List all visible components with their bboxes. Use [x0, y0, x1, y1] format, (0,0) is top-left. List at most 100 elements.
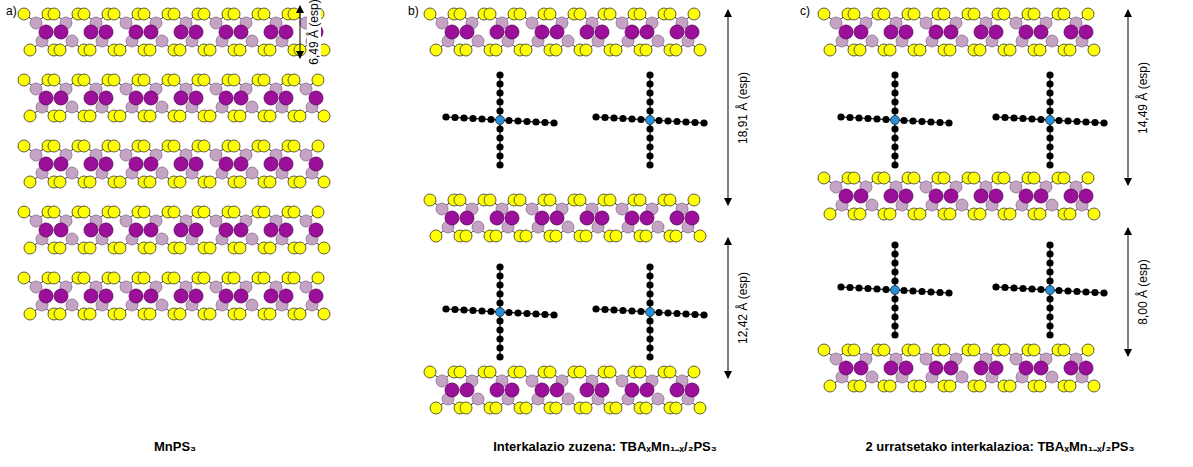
s-atom	[288, 140, 300, 152]
s-atom	[1034, 380, 1046, 392]
s-atom	[168, 74, 180, 86]
s-atom	[168, 8, 180, 20]
mn-atom	[54, 289, 68, 303]
s-atom	[228, 140, 240, 152]
mnps3-layer	[18, 74, 330, 122]
carbon-atom	[646, 143, 653, 150]
mn-atom	[685, 383, 699, 397]
carbon-atom	[700, 311, 707, 318]
s-atom	[24, 176, 36, 188]
mn-atom	[279, 25, 293, 39]
s-atom	[234, 308, 246, 320]
s-atom	[968, 8, 980, 20]
carbon-atom	[1064, 117, 1071, 124]
p-atom	[472, 221, 484, 233]
mn-atom	[929, 189, 943, 203]
mn-atom	[279, 91, 293, 105]
s-atom	[490, 44, 502, 56]
p-atom	[30, 83, 42, 95]
mn-atom	[264, 91, 278, 105]
dimension-arrow	[300, 6, 301, 58]
s-atom	[878, 8, 890, 20]
s-atom	[998, 8, 1010, 20]
s-atom	[318, 308, 330, 320]
s-atom	[908, 172, 920, 184]
mn-atom	[279, 223, 293, 237]
s-atom	[312, 74, 324, 86]
carbon-atom	[864, 285, 871, 292]
s-atom	[138, 8, 150, 20]
p-atom	[1010, 353, 1022, 365]
p-atom	[210, 83, 222, 95]
s-atom	[174, 176, 186, 188]
carbon-atom	[478, 307, 485, 314]
mn-atom	[884, 25, 898, 39]
mn-atom	[234, 157, 248, 171]
s-atom	[18, 272, 30, 284]
carbon-atom	[1046, 331, 1053, 338]
p-atom	[616, 17, 628, 29]
dimension-arrow	[728, 238, 729, 378]
carbon-atom	[1028, 285, 1035, 292]
p-atom	[1046, 35, 1058, 47]
carbon-atom	[882, 116, 889, 123]
mnps3-layer	[18, 272, 330, 320]
s-atom	[1082, 172, 1094, 184]
mnps3-layer	[424, 366, 706, 414]
s-atom	[574, 8, 586, 20]
s-atom	[258, 140, 270, 152]
mn-atom	[174, 223, 188, 237]
mn-atom	[144, 91, 158, 105]
carbon-atom	[619, 307, 626, 314]
carbon-atom	[846, 114, 853, 121]
carbon-atom	[646, 281, 653, 288]
mnps3-layer	[424, 8, 706, 56]
p-atom	[246, 101, 258, 113]
s-atom	[234, 242, 246, 254]
s-atom	[484, 8, 496, 20]
carbon-atom	[514, 117, 521, 124]
mn-atom	[84, 289, 98, 303]
s-atom	[294, 242, 306, 254]
s-atom	[634, 194, 646, 206]
carbon-atom	[550, 311, 557, 318]
s-atom	[550, 44, 562, 56]
carbon-atom	[992, 113, 999, 120]
carbon-atom	[496, 80, 503, 87]
mn-atom	[129, 25, 143, 39]
s-atom	[460, 44, 472, 56]
mn-atom	[580, 383, 594, 397]
mn-atom	[535, 383, 549, 397]
s-atom	[944, 208, 956, 220]
p-atom	[246, 299, 258, 311]
s-atom	[114, 110, 126, 122]
s-atom	[18, 8, 30, 20]
s-atom	[914, 208, 926, 220]
carbon-atom	[487, 308, 494, 315]
carbon-atom	[1010, 114, 1017, 121]
p-atom	[156, 101, 168, 113]
p-atom	[30, 17, 42, 29]
p-atom	[156, 167, 168, 179]
carbon-atom	[918, 118, 925, 125]
carbon-atom	[1100, 289, 1107, 296]
mn-atom	[189, 223, 203, 237]
mn-atom	[1034, 25, 1048, 39]
s-atom	[198, 206, 210, 218]
s-atom	[544, 8, 556, 20]
mn-atom	[264, 289, 278, 303]
carbon-atom	[496, 290, 503, 297]
s-atom	[114, 242, 126, 254]
carbon-atom	[891, 268, 898, 275]
s-atom	[1064, 380, 1076, 392]
p-atom	[210, 215, 222, 227]
p-atom	[156, 299, 168, 311]
p-atom	[616, 203, 628, 215]
s-atom	[198, 74, 210, 86]
s-atom	[108, 74, 120, 86]
p-atom	[562, 221, 574, 233]
p-atom	[956, 35, 968, 47]
s-atom	[84, 176, 96, 188]
carbon-atom	[1037, 286, 1044, 293]
s-atom	[144, 44, 156, 56]
